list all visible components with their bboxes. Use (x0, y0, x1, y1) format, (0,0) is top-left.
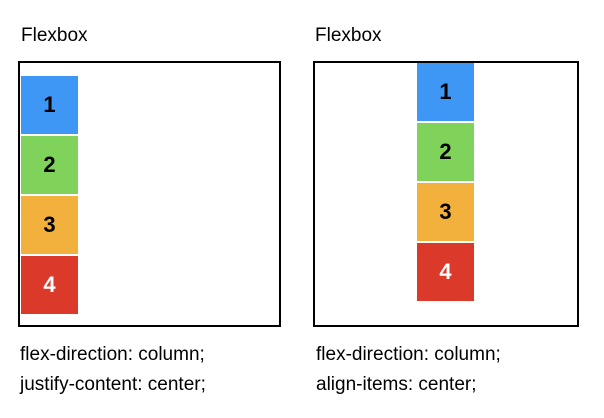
caption-line-align: align-items: center; (316, 374, 477, 395)
flex-container-frame: 1 2 3 4 (313, 61, 579, 327)
flex-item-2: 2 (21, 136, 78, 194)
right-example-panel: Flexbox 1 2 3 4 flex-direction: column; … (294, 0, 579, 418)
caption-line-direction: flex-direction: column; (316, 344, 501, 365)
panel-title: Flexbox (21, 25, 88, 46)
flex-item-2: 2 (417, 123, 474, 181)
flex-item-4: 4 (21, 256, 78, 314)
caption-line-direction: flex-direction: column; (20, 344, 205, 365)
flex-item-1: 1 (21, 76, 78, 134)
flex-item-3: 3 (21, 196, 78, 254)
flex-item-1: 1 (417, 63, 474, 121)
css-caption: flex-direction: column; align-items: cen… (316, 340, 501, 400)
flex-item-stack: 1 2 3 4 (21, 76, 78, 314)
flex-container-frame: 1 2 3 4 (18, 61, 281, 327)
flex-item-stack: 1 2 3 4 (417, 63, 474, 301)
left-example-panel: Flexbox 1 2 3 4 flex-direction: column; … (0, 0, 281, 418)
flex-item-3: 3 (417, 183, 474, 241)
caption-line-justify: justify-content: center; (20, 374, 206, 395)
flex-item-4: 4 (417, 243, 474, 301)
css-caption: flex-direction: column; justify-content:… (20, 340, 206, 400)
panel-title: Flexbox (315, 25, 382, 46)
